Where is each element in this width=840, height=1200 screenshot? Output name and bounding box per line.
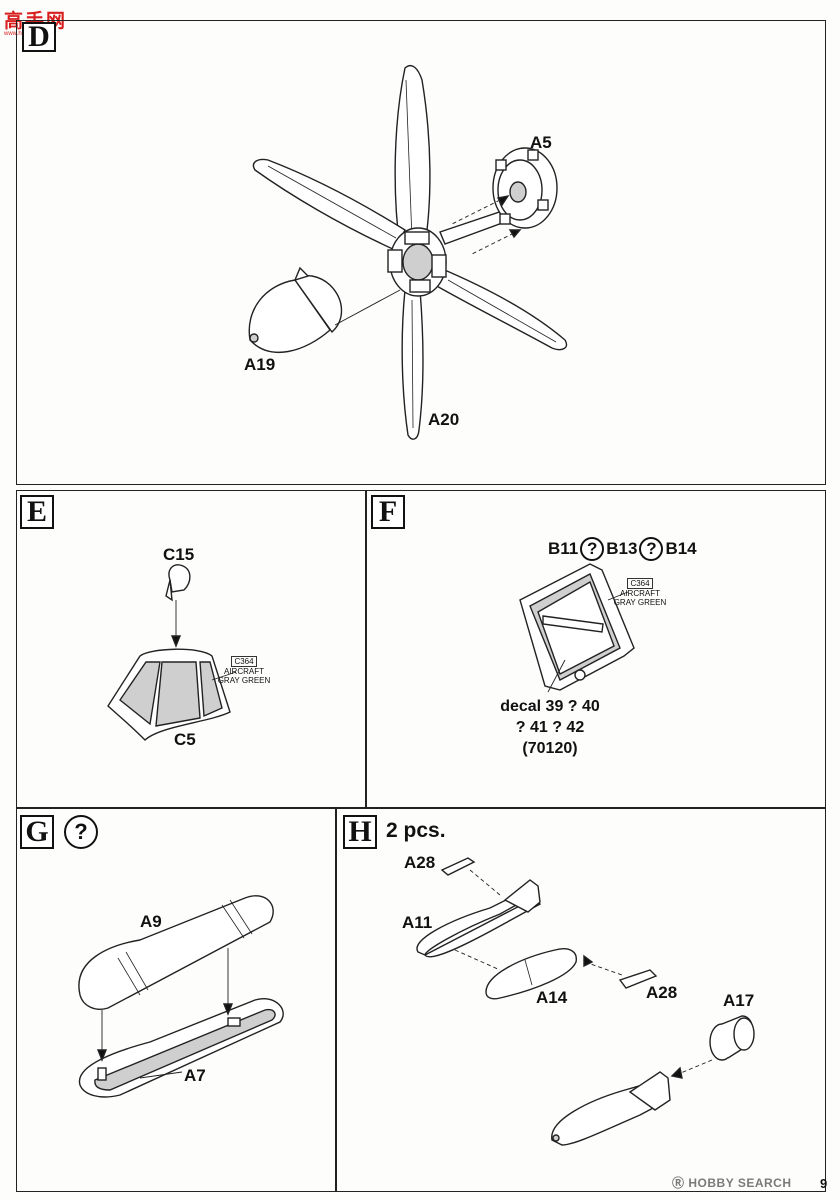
color-name-e-2: GRAY GREEN [217, 676, 271, 685]
part-label-a7: A7 [184, 1066, 206, 1085]
step-d-frame [16, 20, 826, 485]
part-label-c15: C15 [163, 545, 195, 564]
watermark-hobbysearch: Ⓡ HOBBY SEARCH [672, 1174, 791, 1191]
step-h-frame [336, 808, 826, 1192]
page-number: 9 [820, 1176, 828, 1191]
seat-drawing [519, 563, 635, 693]
step-g-frame [16, 808, 336, 1192]
question-circle-icon: ? [64, 815, 98, 849]
part-label-a19: A19 [244, 355, 276, 374]
watermark-prefix: Ⓡ [672, 1176, 685, 1190]
part-label-a14: A14 [536, 988, 568, 1007]
question-circle-icon: ? [580, 537, 605, 561]
part-label-a20: A20 [428, 410, 460, 429]
color-name-f-1: AIRCRAFT [620, 589, 660, 598]
step-f-label: F [371, 495, 405, 529]
decal-note-f: decal 39 ? 40 ? 41 ? 42 (70120) [470, 696, 630, 759]
step-e-frame [16, 490, 366, 808]
part-label-a28-bottom: A28 [646, 983, 678, 1002]
propeller-assembly-drawing [248, 64, 568, 440]
step-h-label: H [343, 815, 377, 849]
part-label-a28-top: A28 [404, 853, 436, 872]
decal-line-1: decal 39 ? 40 [500, 698, 600, 715]
drop-tank-drawing [78, 895, 284, 1098]
watermark-brand: HOBBY SEARCH [688, 1176, 792, 1190]
part-label-c5: C5 [174, 730, 196, 749]
color-note-f: C364 AIRCRAFT GRAY GREEN [610, 578, 670, 607]
decal-line-2: ? 41 ? 42 [515, 719, 585, 736]
part-label-b13: B13 [606, 539, 638, 558]
step-d-label: D [22, 22, 56, 52]
color-note-e: C364 AIRCRAFT GRAY GREEN [216, 656, 272, 685]
part-label-a17: A17 [723, 991, 755, 1010]
step-e-label: E [20, 495, 54, 529]
bomb-drawing [416, 857, 755, 1146]
step-f-frame [366, 490, 826, 808]
color-code-e: C364 [231, 656, 257, 667]
part-label-a11: A11 [402, 913, 433, 932]
parts-line-f: B11 ? B13 ? B14 [548, 537, 697, 561]
decal-line-3: (70120) [522, 740, 578, 757]
canopy-drawing [107, 564, 237, 741]
part-label-b14: B14 [665, 539, 697, 558]
part-label-a5: A5 [530, 133, 552, 152]
color-code-f: C364 [627, 578, 653, 589]
color-name-f-2: GRAY GREEN [613, 598, 667, 607]
quantity-label: 2 pcs. [386, 819, 446, 842]
color-name-e-1: AIRCRAFT [224, 667, 264, 676]
part-label-b11: B11 [548, 539, 579, 558]
part-label-a9: A9 [140, 912, 162, 931]
step-g-label: G [20, 815, 54, 849]
question-circle-icon: ? [639, 537, 664, 561]
